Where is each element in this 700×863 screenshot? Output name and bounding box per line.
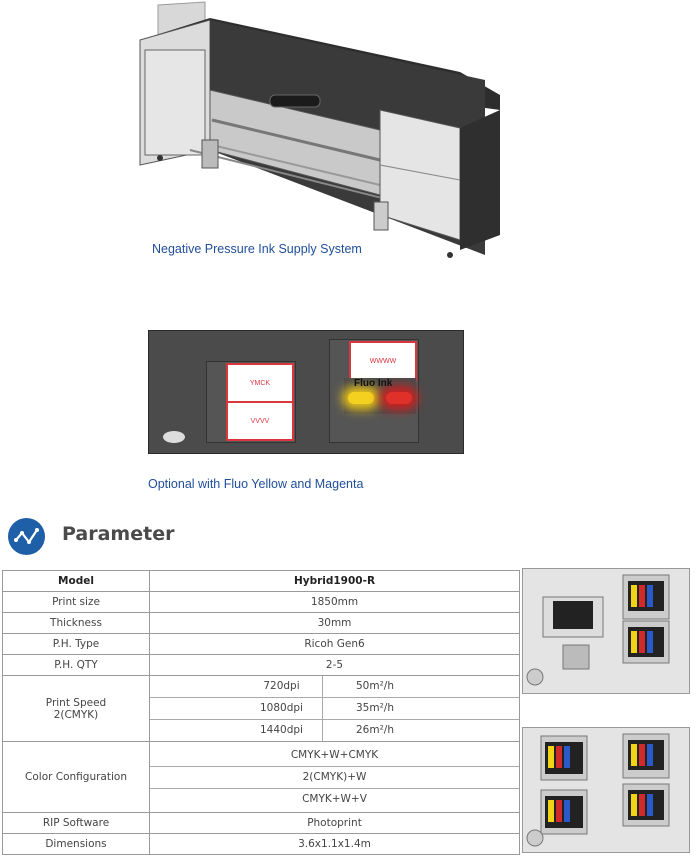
fluo-ink-box: Fluo Ink [344,378,416,414]
table-label: Model [2,570,150,592]
speed-value: 35m²/h [356,702,394,714]
table-row: Model Hybrid1900-R [2,570,520,592]
table-label: Dimensions [2,833,150,855]
table-row: Thickness 30mm [2,612,520,634]
table-label: RIP Software [2,812,150,834]
speed-dpi: 1440dpi [242,720,323,741]
ink-tray-image-bottom [522,727,690,853]
table-row: Color Configuration CMYK+W+CMYK 2(CMYK)+… [2,741,520,813]
ink-tray-image-top [522,568,690,694]
table-value: 30mm [149,612,520,634]
table-value: 1850mm [149,591,520,613]
parameter-table: Model Hybrid1900-R Print size 1850mm Thi… [2,570,520,855]
printer-image [130,0,510,262]
table-row: P.H. Type Ricoh Gen6 [2,633,520,655]
speed-dpi: 720dpi [242,676,323,697]
speed-label: Print Speed 2(CMYK) [2,675,150,742]
table-label: Thickness [2,612,150,634]
speed-cell: 720dpi 50m²/h 1080dpi 35m²/h 1440dpi 26m²/h [149,675,520,742]
parameter-icon [8,518,45,555]
speed-value: 50m²/h [356,680,394,692]
table-value: Hybrid1900-R [149,570,520,592]
table-value: 3.6x1.1x1.4m [149,833,520,855]
printer-caption: Negative Pressure Ink Supply System [152,242,362,256]
table-row: P.H. QTY 2-5 [2,654,520,676]
ink-box-wwww: WWWW [349,341,417,381]
table-label: Print size [2,591,150,613]
table-row: Dimensions 3.6x1.1x1.4m [2,833,520,855]
table-row: Print Speed 2(CMYK) 720dpi 50m²/h 1080dpi… [2,675,520,742]
ink-panel-image: YMCK VVVV WWWW Fluo Ink [148,330,464,454]
table-row: RIP Software Photoprint [2,812,520,834]
fluo-ink-label: Fluo Ink [354,378,393,389]
color-option: CMYK+W+CMYK [150,745,519,767]
table-value: Ricoh Gen6 [149,633,520,655]
color-option: CMYK+W+V [302,792,367,805]
table-value: 2-5 [149,654,520,676]
table-label: P.H. Type [2,633,150,655]
color-label: Color Configuration [2,741,150,813]
color-option: 2(CMYK)+W [150,767,519,789]
ink-panel-caption: Optional with Fluo Yellow and Magenta [148,477,364,491]
speed-value: 26m²/h [356,724,394,736]
table-label: P.H. QTY [2,654,150,676]
panel-port [163,431,185,443]
section-title: Parameter [62,523,175,545]
color-cell: CMYK+W+CMYK 2(CMYK)+W CMYK+W+V [149,741,520,813]
ink-box-ymck: YMCK [226,363,294,403]
speed-dpi: 1080dpi [242,698,323,719]
ink-box-vvvv: VVVV [226,401,294,441]
table-value: Photoprint [149,812,520,834]
table-row: Print size 1850mm [2,591,520,613]
